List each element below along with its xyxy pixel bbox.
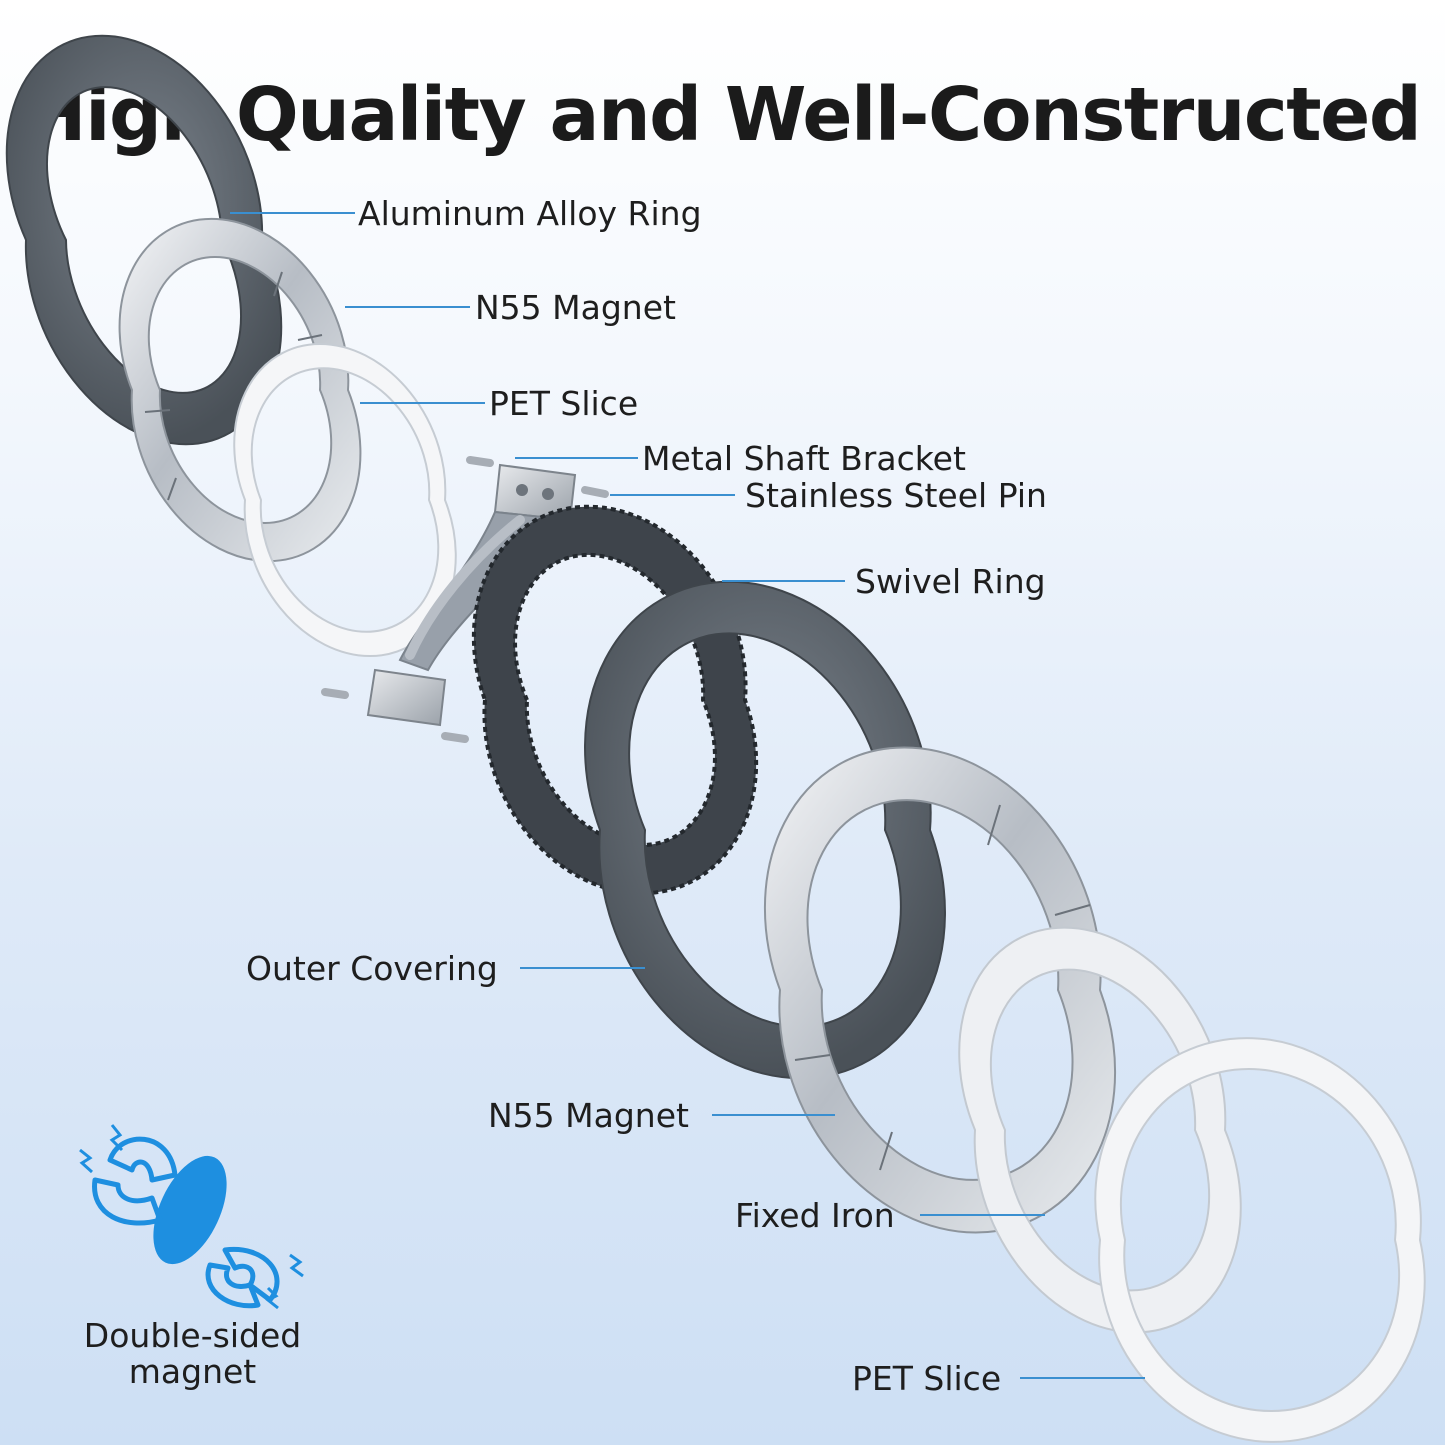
caption-line-1: Double-sided <box>83 1316 302 1355</box>
pet-slice-bottom-graphic <box>1094 1037 1426 1443</box>
n55-magnet-bottom-graphic <box>763 746 1117 1234</box>
label-fixed-iron: Fixed Iron <box>735 1196 895 1235</box>
double-sided-magnet-caption: Double-sided magnet <box>40 1318 345 1390</box>
label-metal-shaft-bracket: Metal Shaft Bracket <box>642 439 966 478</box>
label-swivel-ring: Swivel Ring <box>855 562 1046 601</box>
label-pet-slice-top: PET Slice <box>489 384 639 423</box>
label-n55-magnet-top: N55 Magnet <box>475 288 676 327</box>
double-sided-magnet-icon <box>79 1124 304 1310</box>
caption-line-2: magnet <box>128 1352 257 1391</box>
page-title: High Quality and Well-Constructed <box>24 72 1422 158</box>
label-stainless-steel-pin: Stainless Steel Pin <box>745 476 1047 515</box>
leader-lines <box>230 212 1145 1379</box>
fixed-iron-graphic <box>958 926 1242 1334</box>
n55-magnet-top-graphic <box>118 217 362 563</box>
metal-shaft-bracket-graphic <box>321 456 609 743</box>
label-aluminum-alloy-ring: Aluminum Alloy Ring <box>358 194 702 233</box>
label-n55-magnet-bottom: N55 Magnet <box>488 1096 689 1135</box>
label-pet-slice-bottom: PET Slice <box>852 1359 1002 1398</box>
label-outer-covering: Outer Covering <box>246 949 498 988</box>
outer-covering-graphic <box>584 580 946 1080</box>
